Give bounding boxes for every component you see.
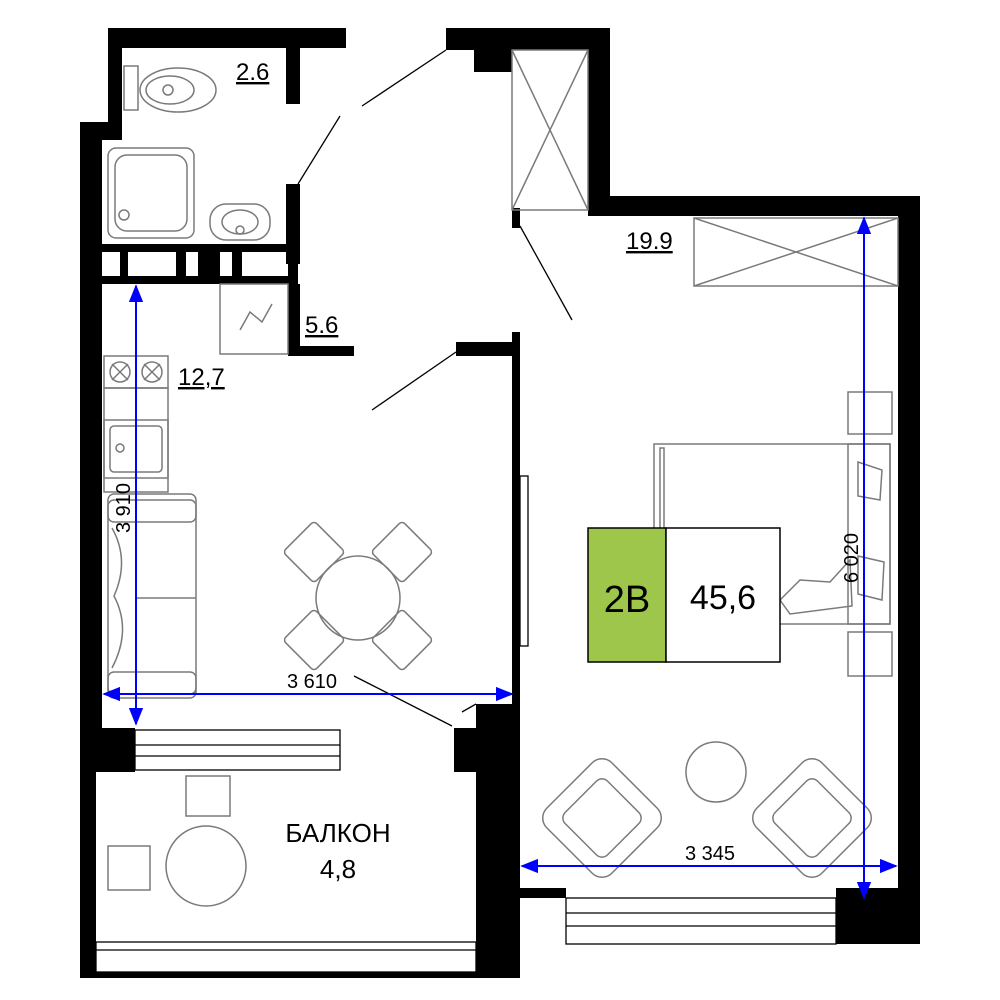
kitchen-depth-label: 3 910 <box>113 483 135 533</box>
doors <box>297 49 573 727</box>
balcony-label: БАЛКОН <box>285 818 390 848</box>
windows <box>95 475 837 973</box>
bedroom-width-label: 3 345 <box>685 843 735 865</box>
bedroom-area-label: 19.9 <box>626 228 673 255</box>
bathroom-fixtures <box>107 65 271 241</box>
bedroom-depth-label: 6 020 <box>841 533 863 583</box>
hall-area-label: 5.6 <box>305 312 338 339</box>
kitchen-area-label: 12,7 <box>178 364 225 391</box>
wardrobes <box>511 49 899 287</box>
unit-area-box <box>665 527 781 663</box>
balcony-furniture <box>107 775 247 907</box>
kitchen-width-label: 3 610 <box>287 671 337 693</box>
dining-set <box>283 521 433 671</box>
lounge-set <box>541 741 873 879</box>
unit-badge: 2B 45,6 <box>587 527 781 663</box>
dimension-lines <box>102 216 898 900</box>
unit-code: 2B <box>604 579 650 621</box>
wc-area-label: 2.6 <box>236 59 269 86</box>
balcony-area-label: 4,8 <box>320 854 356 884</box>
walls <box>80 28 920 978</box>
unit-total-area: 45,6 <box>690 579 756 617</box>
